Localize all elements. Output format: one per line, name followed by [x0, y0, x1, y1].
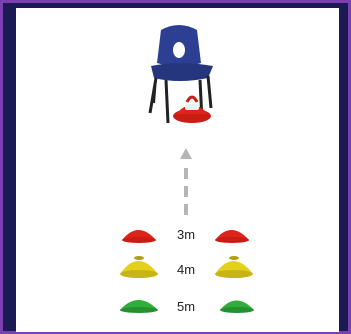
distance-label-4m: 4m	[176, 262, 196, 277]
red-cone-icon	[122, 230, 249, 243]
yellow-cone-icon	[120, 256, 253, 278]
diagram-canvas	[120, 25, 254, 313]
diagram-panel: 3m 4m 5m	[16, 8, 339, 332]
distance-label-3m: 3m	[176, 227, 196, 242]
target-cone-icon	[173, 95, 211, 123]
green-cone-icon	[120, 300, 254, 313]
chair-icon	[148, 25, 213, 124]
distance-label-5m: 5m	[176, 299, 196, 314]
up-arrow-icon	[180, 148, 192, 219]
